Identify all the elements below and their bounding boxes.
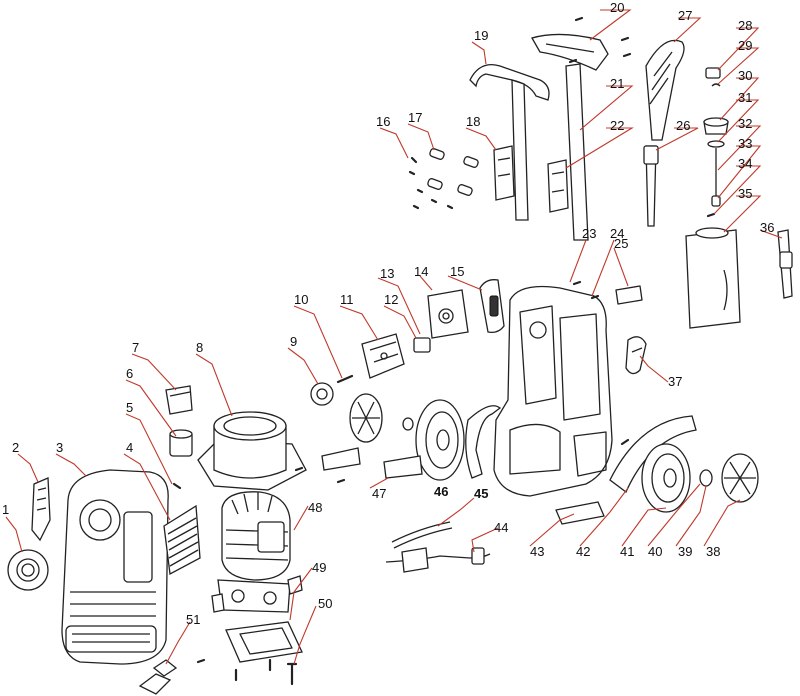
callout-34: 34 bbox=[738, 156, 752, 171]
part-14-pressure-switch bbox=[427, 289, 469, 339]
callout-29: 29 bbox=[738, 38, 752, 53]
part-46-wheel-left bbox=[402, 399, 502, 481]
callout-25: 25 bbox=[614, 236, 628, 251]
callout-16: 16 bbox=[376, 114, 390, 129]
part-8-motor-cap bbox=[197, 411, 307, 491]
callout-28: 28 bbox=[738, 18, 752, 33]
callout-23: 23 bbox=[582, 226, 596, 241]
leader-lines bbox=[5, 9, 783, 665]
part-36-hose-end bbox=[777, 229, 793, 299]
part-11-switch-box bbox=[361, 333, 405, 379]
callout-39: 39 bbox=[678, 544, 692, 559]
part-fan-disk bbox=[349, 393, 383, 443]
part-5-pin bbox=[172, 482, 182, 490]
callout-15: 15 bbox=[450, 264, 464, 279]
callout-1: 1 bbox=[2, 502, 9, 517]
part-50-screw bbox=[286, 662, 298, 686]
part-40-washer bbox=[699, 469, 713, 487]
callout-18: 18 bbox=[466, 114, 480, 129]
callout-48: 48 bbox=[308, 500, 322, 515]
callout-35: 35 bbox=[738, 186, 752, 201]
part-18-bracket bbox=[493, 145, 515, 201]
callout-14: 14 bbox=[414, 264, 428, 279]
part-1-ring-cover bbox=[7, 549, 49, 591]
callout-4: 4 bbox=[126, 440, 133, 455]
part-19-handle-left bbox=[469, 63, 550, 221]
part-7-sleeve bbox=[165, 385, 193, 415]
callout-50: 50 bbox=[318, 596, 332, 611]
callout-27: 27 bbox=[678, 8, 692, 23]
callout-8: 8 bbox=[196, 340, 203, 355]
callout-44: 44 bbox=[494, 520, 508, 535]
part-22-bracket-right bbox=[547, 159, 569, 213]
callout-40: 40 bbox=[648, 544, 662, 559]
callout-13: 13 bbox=[380, 266, 394, 281]
part-37-hose-hook bbox=[625, 336, 647, 375]
part-23-24-main-body bbox=[493, 280, 613, 497]
part-15-relay bbox=[479, 279, 505, 334]
part-9-knob bbox=[310, 382, 334, 406]
part-26-lance bbox=[643, 145, 659, 227]
callout-19: 19 bbox=[474, 28, 488, 43]
part-48-motor bbox=[211, 491, 303, 613]
callout-38: 38 bbox=[706, 544, 720, 559]
part-10-screw bbox=[336, 374, 354, 384]
part-4-grille bbox=[163, 504, 201, 576]
callout-24: 24 bbox=[610, 226, 624, 241]
part-6-filter bbox=[169, 429, 193, 457]
part-47-brackets bbox=[294, 447, 423, 484]
callout-41: 41 bbox=[620, 544, 634, 559]
part-20-handle-grip bbox=[531, 16, 632, 71]
callout-labels: 1 2 3 4 5 6 7 8 9 10 11 12 13 14 15 16 1… bbox=[2, 0, 774, 627]
callout-5: 5 bbox=[126, 400, 133, 415]
part-42-mudguard bbox=[609, 415, 697, 494]
part-35-detergent-tank bbox=[685, 227, 741, 329]
part-16-17-fasteners bbox=[408, 148, 479, 210]
part-28-30-nozzle bbox=[703, 67, 729, 135]
part-51-outlet-connector bbox=[138, 658, 206, 695]
callout-47: 47 bbox=[372, 486, 386, 501]
callout-21: 21 bbox=[610, 76, 624, 91]
callout-12: 12 bbox=[384, 292, 398, 307]
callout-10: 10 bbox=[294, 292, 308, 307]
callout-46: 46 bbox=[434, 484, 448, 499]
callout-37: 37 bbox=[668, 374, 682, 389]
callout-45: 45 bbox=[474, 486, 488, 501]
part-41-wheel-right bbox=[641, 443, 691, 513]
part-31-34-detergent-tube bbox=[706, 140, 725, 218]
part-12-block bbox=[413, 337, 431, 353]
callout-42: 42 bbox=[576, 544, 590, 559]
part-2-clip bbox=[31, 477, 51, 542]
part-25-label bbox=[615, 285, 643, 305]
part-38-39-hubcap bbox=[721, 453, 759, 503]
callout-7: 7 bbox=[132, 340, 139, 355]
callout-51: 51 bbox=[186, 612, 200, 627]
callout-2: 2 bbox=[12, 440, 19, 455]
callout-43: 43 bbox=[530, 544, 544, 559]
callout-31: 31 bbox=[738, 90, 752, 105]
callout-9: 9 bbox=[290, 334, 297, 349]
callout-3: 3 bbox=[56, 440, 63, 455]
part-44-power-cord bbox=[385, 547, 491, 573]
callout-49: 49 bbox=[312, 560, 326, 575]
part-43-plate bbox=[555, 501, 605, 525]
part-49-base-plate bbox=[225, 621, 303, 682]
callout-32: 32 bbox=[738, 116, 752, 131]
callout-30: 30 bbox=[738, 68, 752, 83]
callout-26: 26 bbox=[676, 118, 690, 133]
part-21-handle-right bbox=[565, 58, 589, 241]
callout-11: 11 bbox=[340, 292, 354, 307]
callout-17: 17 bbox=[408, 110, 422, 125]
callout-36: 36 bbox=[760, 220, 774, 235]
part-3-front-cover bbox=[61, 469, 169, 665]
part-45-hose bbox=[391, 521, 453, 549]
callout-33: 33 bbox=[738, 136, 752, 151]
callout-6: 6 bbox=[126, 366, 133, 381]
callout-22: 22 bbox=[610, 118, 624, 133]
part-27-spray-gun bbox=[645, 39, 685, 141]
callout-20: 20 bbox=[610, 0, 624, 15]
